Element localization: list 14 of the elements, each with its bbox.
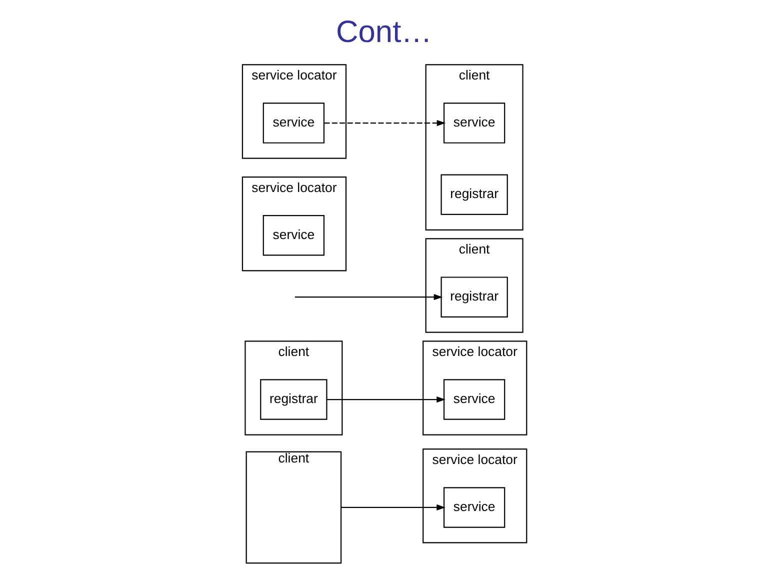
node-box: client [246, 451, 342, 564]
arrow [294, 294, 443, 300]
node-box: registrar [440, 276, 508, 318]
node-box: registrar [440, 174, 508, 216]
node-box: service [443, 379, 506, 420]
node-box: service [443, 487, 506, 528]
diagram-title: Cont… [336, 14, 432, 49]
node-box: service [262, 215, 325, 256]
arrow [327, 396, 446, 403]
node-box: registrar [260, 379, 328, 420]
arrow [324, 120, 446, 126]
arrow [341, 504, 446, 511]
node-box: service [443, 102, 506, 144]
node-box: service [262, 102, 325, 144]
